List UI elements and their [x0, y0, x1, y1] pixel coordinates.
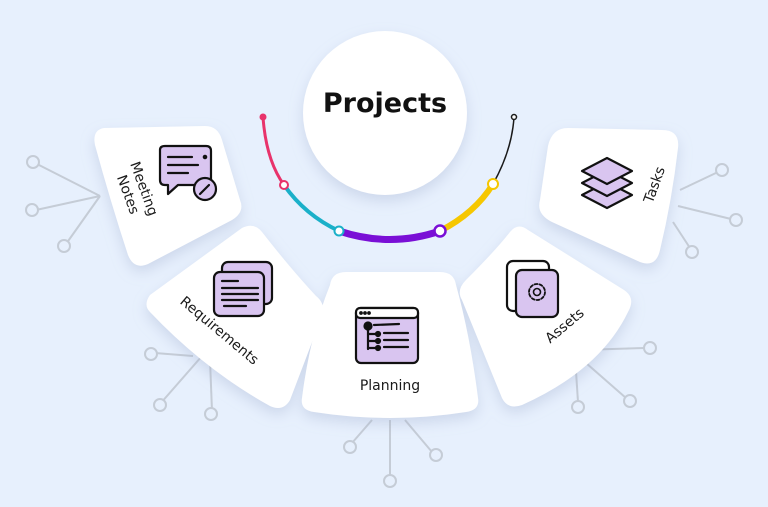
arc-node [433, 224, 447, 238]
tasks-card-button[interactable] [540, 128, 678, 263]
meeting-notes-connector [25, 155, 101, 253]
browser-list-icon [354, 306, 420, 365]
layers-icon [580, 156, 634, 210]
requirements-connector [144, 347, 218, 421]
arc-node [333, 225, 345, 237]
planning-connector [343, 419, 443, 488]
progress-arc [259, 113, 518, 243]
arc-node [279, 180, 289, 190]
chat-bubble-pencil-icon [158, 144, 218, 202]
arc-node [487, 178, 499, 190]
arc-start-dot [259, 113, 267, 121]
projects-hub [303, 31, 467, 195]
tasks-connector [672, 163, 743, 259]
arc-end-dot [510, 113, 518, 121]
stacked-documents-icon [212, 260, 274, 318]
page-title: Projects [322, 88, 448, 119]
planning-card-button[interactable] [305, 272, 475, 412]
connectors [25, 155, 743, 488]
requirements-card-button[interactable] [150, 230, 320, 405]
planning-label: Planning [359, 378, 421, 394]
gear-documents-icon [505, 259, 560, 319]
